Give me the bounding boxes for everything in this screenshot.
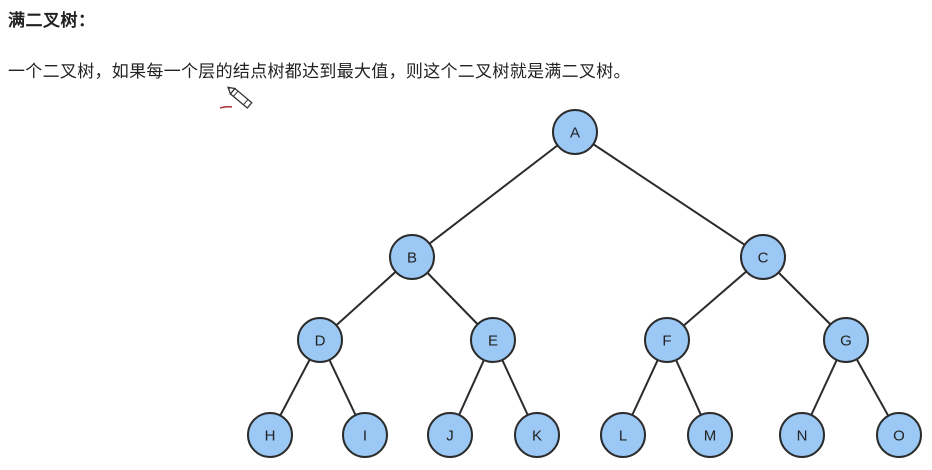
node-label: C [758, 250, 769, 267]
node-label: F [662, 333, 671, 350]
node-circle [644, 317, 690, 363]
edge-A-B [411, 131, 576, 258]
node-circle [552, 109, 598, 155]
description-text: 一个二叉树，如果每一个层的结点树都达到最大值，则这个二叉树就是满二叉树。 [8, 62, 631, 82]
tree-node-F: F [644, 317, 690, 363]
tree-node-I: I [342, 412, 388, 458]
tree-node-E: E [470, 317, 516, 363]
node-label: M [704, 428, 717, 445]
node-circle [514, 412, 560, 458]
node-circle [687, 412, 733, 458]
node-circle [779, 412, 825, 458]
tree-node-J: J [427, 412, 473, 458]
tree-node-G: G [823, 317, 869, 363]
node-label: L [619, 428, 627, 445]
tree-node-K: K [514, 412, 560, 458]
node-circle [470, 317, 516, 363]
node-circle [427, 412, 473, 458]
node-circle [740, 234, 786, 280]
node-circle [247, 412, 293, 458]
tree-node-C: C [740, 234, 786, 280]
tree-node-D: D [297, 317, 343, 363]
node-label: I [363, 428, 367, 445]
node-circle [600, 412, 646, 458]
tree-nodes: A B C D E F G H I J K L M N O [247, 109, 922, 458]
tree-node-B: B [389, 234, 435, 280]
node-label: A [570, 125, 580, 142]
node-label: H [265, 428, 276, 445]
node-label: O [893, 428, 905, 445]
tree-node-L: L [600, 412, 646, 458]
node-label: J [446, 428, 454, 445]
tree-node-H: H [247, 412, 293, 458]
node-label: G [840, 333, 852, 350]
tree-node-A: A [552, 109, 598, 155]
tree-node-O: O [876, 412, 922, 458]
node-circle [876, 412, 922, 458]
tree-node-M: M [687, 412, 733, 458]
tree-node-N: N [779, 412, 825, 458]
pencil-icon [219, 86, 253, 109]
node-circle [297, 317, 343, 363]
edge-A-C [574, 131, 764, 258]
tree-edges [269, 131, 900, 436]
page-title: 满二叉树： [8, 11, 96, 31]
node-label: B [407, 250, 417, 267]
node-label: K [532, 428, 542, 445]
node-label: E [488, 333, 498, 350]
node-label: N [797, 428, 808, 445]
node-circle [823, 317, 869, 363]
node-circle [389, 234, 435, 280]
node-circle [342, 412, 388, 458]
node-label: D [315, 333, 326, 350]
